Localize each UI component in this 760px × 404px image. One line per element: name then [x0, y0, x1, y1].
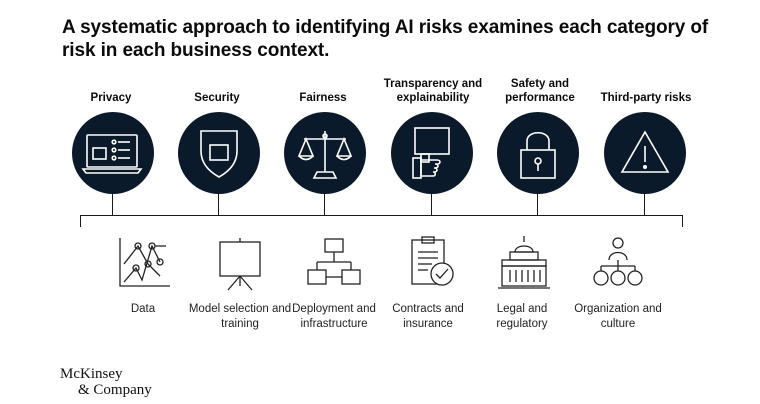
easel-icon	[219, 238, 261, 291]
bracket-right-tick	[682, 215, 683, 227]
category-label-transparency: Transparency and explainability	[383, 78, 483, 104]
page-title: A systematic approach to identifying AI …	[62, 17, 709, 61]
safety-circle	[497, 112, 579, 194]
shield-icon	[200, 130, 238, 178]
warning-triangle-icon	[620, 130, 670, 173]
category-label-third-party: Third-party risks	[600, 92, 692, 104]
logo-line-2: & Company	[78, 382, 152, 398]
category-label-privacy: Privacy	[90, 92, 132, 104]
context-label-organization: Organization and culture	[574, 303, 662, 330]
connector-privacy	[112, 194, 113, 215]
laptop-checklist-icon	[81, 134, 143, 174]
context-label-deployment: Deployment and infrastructure	[292, 303, 376, 330]
document-check-icon	[411, 236, 454, 286]
connector-fairness	[324, 194, 325, 215]
category-label-fairness: Fairness	[299, 92, 347, 104]
transparency-circle	[391, 112, 473, 194]
privacy-circle	[72, 112, 154, 194]
context-label-model: Model selection and training	[188, 303, 292, 330]
hierarchy-icon	[307, 238, 361, 285]
context-label-data: Data	[130, 303, 156, 315]
connector-safety	[537, 194, 538, 215]
bracket-horizontal-line	[80, 215, 683, 216]
category-label-safety: Safety and performance	[505, 78, 575, 104]
balance-scale-icon	[297, 131, 353, 179]
bracket-left-tick	[80, 215, 81, 227]
mckinsey-logo: McKinsey & Company	[60, 366, 152, 398]
government-building-icon	[498, 236, 550, 289]
context-label-legal: Legal and regulatory	[496, 303, 548, 330]
connector-transparency	[431, 194, 432, 215]
padlock-icon	[520, 131, 556, 179]
category-label-security: Security	[194, 92, 240, 104]
logo-line-1: McKinsey	[60, 366, 123, 382]
org-chart-people-icon	[593, 237, 643, 286]
scatter-chart-icon	[119, 238, 170, 287]
connector-security	[218, 194, 219, 215]
third-party-circle	[604, 112, 686, 194]
context-label-contracts: Contracts and insurance	[392, 303, 464, 330]
hand-holding-sign-icon	[412, 127, 450, 179]
fairness-circle	[284, 112, 366, 194]
connector-third-party	[644, 194, 645, 215]
security-circle	[178, 112, 260, 194]
